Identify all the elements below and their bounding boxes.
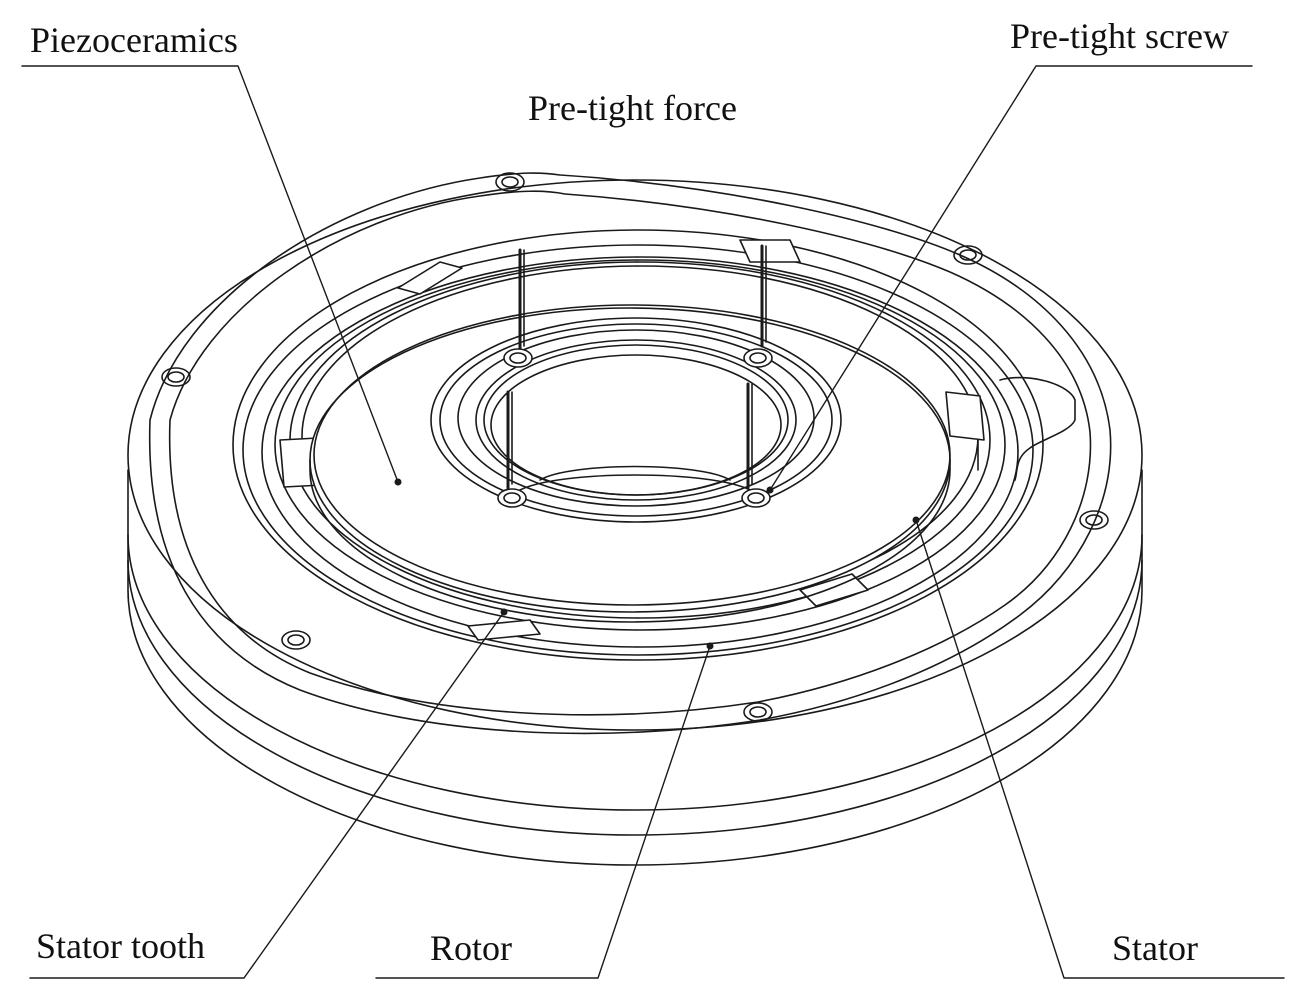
label-stator: Stator bbox=[1112, 928, 1198, 968]
leader-pre-tight-screw bbox=[769, 65, 1253, 491]
stator-rings bbox=[232, 229, 1044, 661]
pre-tight-screws bbox=[497, 244, 773, 508]
label-pre-tight-force: Pre-tight force bbox=[528, 88, 737, 128]
flange-holes bbox=[161, 172, 1109, 722]
leader-rotor bbox=[375, 645, 711, 979]
label-piezoceramics: Piezoceramics bbox=[30, 20, 238, 60]
leader-stator bbox=[915, 519, 1285, 979]
leader-lines bbox=[21, 65, 1285, 979]
piezoceramics-disc bbox=[309, 304, 951, 623]
leader-stator-tooth bbox=[29, 611, 505, 979]
stator-flange bbox=[148, 172, 1112, 735]
leader-piezoceramics bbox=[21, 65, 399, 483]
label-stator-tooth: Stator tooth bbox=[36, 926, 205, 966]
inner-bore bbox=[430, 317, 842, 523]
label-rotor: Rotor bbox=[430, 928, 513, 968]
stator-teeth bbox=[279, 239, 985, 641]
label-pre-tight-screw: Pre-tight screw bbox=[1010, 16, 1229, 56]
